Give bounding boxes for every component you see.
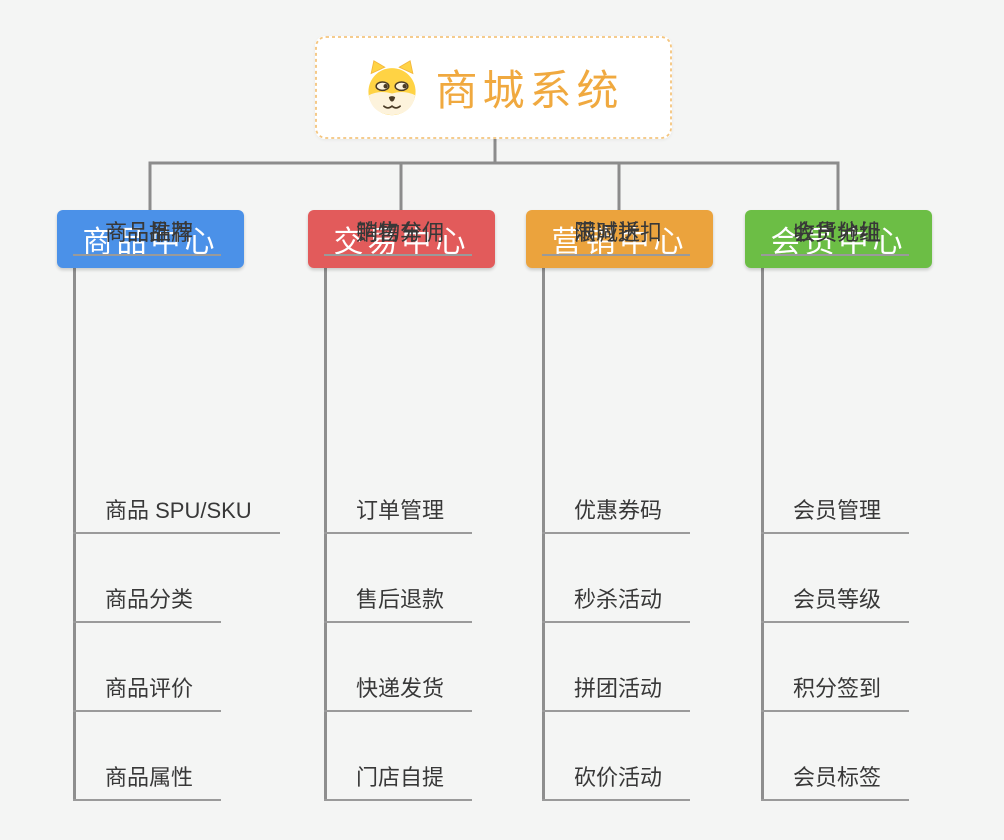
leaf-item[interactable]: 商品分类 [73,577,222,623]
leaf-item[interactable]: 积分签到 [761,666,910,712]
root-dashed-border [315,36,672,139]
leaf-item[interactable]: 商品 SPU/SKU [73,488,280,534]
leaf-item[interactable]: 商品评价 [73,666,222,712]
leaf-item[interactable]: 秒杀活动 [542,577,691,623]
leaf-item[interactable]: 商品推荐 [73,210,222,256]
leaf-item[interactable]: 商品品牌 [73,210,222,256]
branch-connector-line [761,268,764,801]
leaf-item[interactable]: 拼团活动 [542,666,691,712]
leaf-item[interactable]: 会员管理 [761,488,910,534]
leaf-item[interactable]: 满减送 [542,210,669,256]
leaf-item[interactable]: 商品属性 [73,755,222,801]
branch-connector-line [542,268,545,801]
leaf-item[interactable]: 售后退款 [324,577,473,623]
branch-header-trade[interactable]: 交易中心 [308,210,495,268]
branch-header-goods[interactable]: 商品中心 [57,210,244,268]
leaf-item[interactable]: 优惠券码 [542,488,691,534]
leaf-item[interactable]: 订单管理 [324,488,473,534]
leaf-item[interactable]: 门店自提 [324,755,473,801]
branch-connector-line [324,268,327,801]
leaf-item[interactable]: 砍价活动 [542,755,691,801]
branch-connector-line [73,268,76,801]
branch-header-member[interactable]: 会员中心 [745,210,932,268]
leaf-item[interactable]: 会员标签 [761,755,910,801]
leaf-item[interactable]: 快递发货 [324,666,473,712]
root-node[interactable]: 商城系统 [315,36,672,139]
root-title: 商城系统 [435,67,624,114]
leaf-item[interactable]: 收货地址 [761,210,910,256]
leaf-item[interactable]: 销售分佣 [324,210,473,256]
branch-header-marketing[interactable]: 营销中心 [526,210,713,268]
dog-icon [363,59,421,117]
leaf-item[interactable]: 会员等级 [761,577,910,623]
